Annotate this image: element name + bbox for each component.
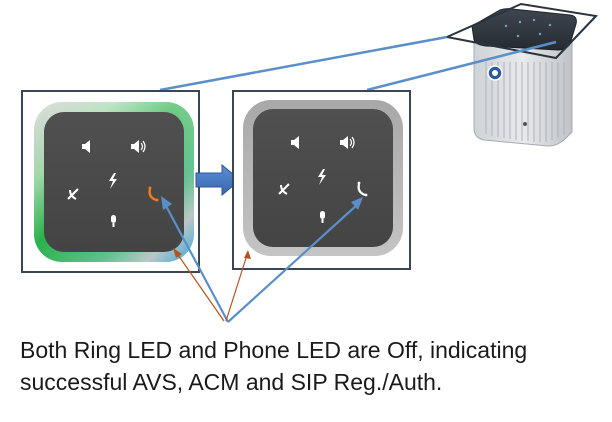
panel-ring-on	[34, 102, 194, 262]
action-icon	[318, 169, 326, 185]
mute-icon	[67, 188, 79, 200]
transition-arrow	[195, 163, 241, 197]
mic-icon	[111, 215, 116, 227]
caption-line-2: successful AVS, ACM and SIP Reg./Auth.	[20, 369, 443, 395]
action-icon	[109, 173, 117, 189]
pointer-arrowheads-blue	[161, 196, 363, 210]
speakerphone-device-icon	[471, 8, 577, 147]
zoom-connector-lines	[159, 35, 557, 92]
pointer-arrowheads-orange	[173, 248, 251, 259]
volume-up-icon	[340, 136, 355, 149]
caption-line-1: Both Ring LED and Phone LED are Off, ind…	[20, 337, 528, 363]
phone-led-icon	[357, 181, 368, 197]
status-caption: Both Ring LED and Phone LED are Off, ind…	[20, 334, 600, 398]
volume-down-icon	[82, 140, 90, 153]
pointer-lines-orange	[175, 251, 248, 322]
volume-up-icon	[131, 140, 146, 153]
volume-down-icon	[291, 136, 299, 149]
mic-icon	[320, 211, 325, 223]
mute-icon	[278, 183, 290, 195]
panel-ring-off	[243, 100, 403, 256]
phone-led-icon	[148, 186, 159, 202]
pointer-lines-blue	[164, 203, 359, 323]
